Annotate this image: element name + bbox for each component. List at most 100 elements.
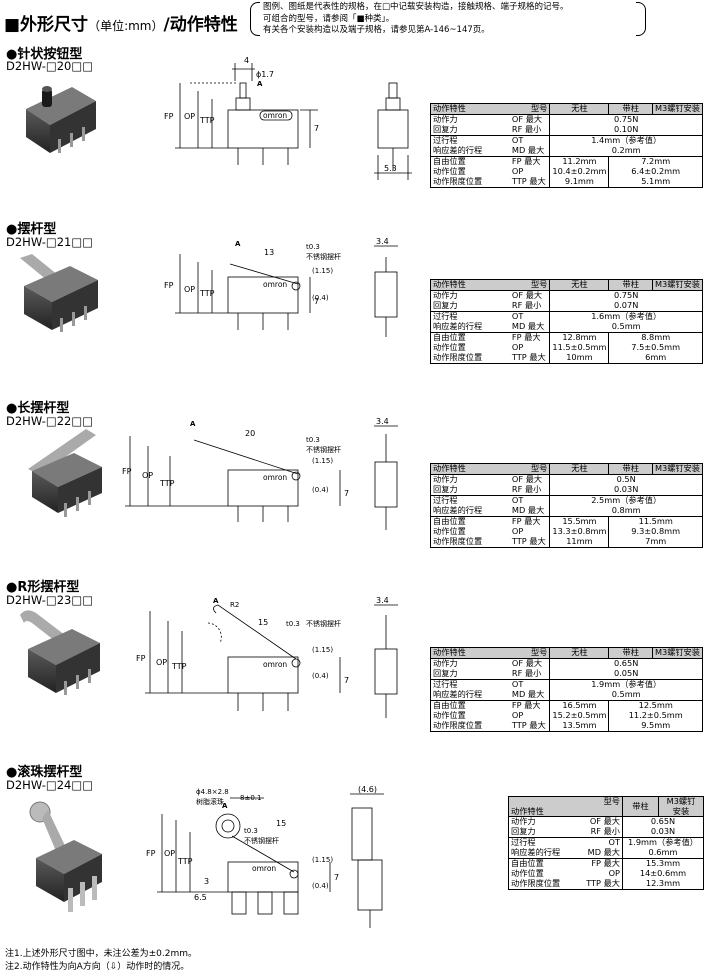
dim-roller-material: 树脂滚珠 <box>196 797 224 806</box>
dimension-drawing-long-lever: A 20 t0.3 不锈钢摆杆 (1.15) (0.4) 7 FP OP TTP… <box>122 417 398 530</box>
model-r-lever: D2HW-□23□□ <box>6 593 94 607</box>
svg-text:OP: OP <box>156 658 167 667</box>
dim-1-7: ϕ1.7 <box>256 70 274 79</box>
svg-text:(1.15): (1.15) <box>312 457 333 465</box>
svg-text:3.4: 3.4 <box>376 417 389 426</box>
section-title-lever: ●摆杆型 <box>6 222 57 237</box>
dimension-drawing-roller-lever: ϕ4.8×2.8 树脂滚珠 A 8±0.1 15 t0.3 不锈钢摆杆 (1.1… <box>146 785 384 928</box>
svg-text:A: A <box>222 802 228 810</box>
label-fp: FP <box>164 112 174 121</box>
omron-logo-text: omron <box>263 111 287 120</box>
footer-notes: 注1.上述外形尺寸图中，未注公差为±0.2mm。 注2.动作特性为向A方向（⇩）… <box>5 948 197 974</box>
svg-text:FP: FP <box>164 281 174 290</box>
value-rf: 0.10N <box>614 123 639 134</box>
product-photo-r-lever <box>20 610 100 695</box>
value-md: 0.2mm <box>611 144 641 155</box>
svg-text:不锈钢摆杆: 不锈钢摆杆 <box>244 836 279 845</box>
model-long-lever: D2HW-□22□□ <box>6 414 94 428</box>
svg-text:不锈钢摆杆: 不锈钢摆杆 <box>306 619 341 628</box>
product-photo-roller-lever <box>29 801 102 912</box>
svg-text:(1.15): (1.15) <box>312 646 333 654</box>
svg-text:(1.15): (1.15) <box>312 856 333 864</box>
svg-text:TTP: TTP <box>199 289 215 298</box>
dimension-drawing-lever: A 13 t0.3 不锈钢摆杆 (1.15) (0.4) 7 FP OP TTP… <box>164 237 398 337</box>
svg-text:t0.3: t0.3 <box>286 620 300 628</box>
dim-20: 20 <box>245 429 255 438</box>
th-m3: M3螺钉安装 <box>651 103 704 115</box>
th-characteristics: 动作特性 <box>429 103 510 115</box>
product-photo-long-lever <box>28 429 102 517</box>
product-photo-lever <box>20 254 98 332</box>
notes-bracket-right <box>636 2 646 36</box>
th-column: 带柱 <box>608 103 653 115</box>
section-title-roller-lever: ●滚珠摆杆型 <box>6 765 83 780</box>
svg-text:(1.15): (1.15) <box>312 267 333 275</box>
dimension-drawing-r-lever: A R2 15 t0.3 不锈钢摆杆 (1.15) (0.4) 7 FP OP … <box>136 596 398 718</box>
th-model: 型号 <box>509 103 551 115</box>
dim-roller: ϕ4.8×2.8 <box>196 788 229 796</box>
svg-text:TTP: TTP <box>171 662 187 671</box>
svg-text:t0.3: t0.3 <box>244 827 258 835</box>
th-plain: 无柱 <box>549 103 610 115</box>
dim-7: 7 <box>314 124 319 133</box>
dimension-drawing-pin-plunger: 4 ϕ1.7 A FP OP TTP omron 7 5.3 <box>164 56 412 180</box>
dim-3: 3 <box>204 877 209 886</box>
section-title-long-lever: ●长摆杆型 <box>6 401 70 416</box>
svg-text:A: A <box>190 420 196 428</box>
svg-text:OP: OP <box>184 285 195 294</box>
page-title: ■外形尺寸（单位:mm）/动作特性 <box>4 15 238 35</box>
svg-text:OP: OP <box>164 849 175 858</box>
dim-4-6: (4.6) <box>358 785 377 794</box>
svg-text:omron: omron <box>263 660 287 669</box>
footer-note-2: 注2.动作特性为向A方向（⇩）动作时的情况。 <box>5 962 190 972</box>
value-of: 0.75N <box>614 113 639 124</box>
footer-note-1: 注1.上述外形尺寸图中，未注公差为±0.2mm。 <box>5 949 197 959</box>
svg-text:TTP: TTP <box>159 479 175 488</box>
svg-text:omron: omron <box>263 473 287 482</box>
svg-text:(0.4): (0.4) <box>312 672 329 680</box>
dim-5-3: 5.3 <box>384 164 397 173</box>
notes-bracket-left <box>250 2 260 36</box>
svg-text:FP: FP <box>122 467 132 476</box>
note-line-3: 有关各个安装构造以及端子规格，请参见第A-146~147页。 <box>263 25 490 35</box>
header-notes: 图例、图纸是代表性的规格，在□中记载安装构造，接触规格、端子规格的记号。 可组合… <box>263 2 638 37</box>
label-ttp: TTP <box>199 116 215 125</box>
product-photo-pin-plunger <box>26 86 96 153</box>
value-ot: 1.4mm（参考值） <box>591 134 662 145</box>
svg-text:omron: omron <box>263 280 287 289</box>
note-line-2: 可组合的型号，请参阅「■种类」。 <box>263 13 395 24</box>
svg-text:A: A <box>213 597 219 605</box>
model-pin-plunger: D2HW-□20□□ <box>6 59 94 73</box>
svg-text:7: 7 <box>334 873 339 882</box>
section-title-r-lever: ●R形摆杆型 <box>6 580 80 595</box>
th-m3-roller: M3螺钉 安装 <box>658 796 704 817</box>
svg-text:不锈钢摆杆: 不锈钢摆杆 <box>306 252 341 261</box>
svg-text:(0.4): (0.4) <box>312 882 329 890</box>
dim-4: 4 <box>244 56 249 65</box>
svg-text:OP: OP <box>142 471 153 480</box>
section-title-pin-plunger: ●针状按钮型 <box>6 47 83 62</box>
svg-text:3.4: 3.4 <box>376 596 389 605</box>
svg-text:(0.4): (0.4) <box>312 486 329 494</box>
svg-text:7: 7 <box>344 676 349 685</box>
model-roller-lever: D2HW-□24□□ <box>6 778 94 792</box>
dim-8: 8±0.1 <box>240 794 261 802</box>
dim-3-4: 3.4 <box>376 237 389 246</box>
dim-a: A <box>257 80 263 88</box>
svg-text:FP: FP <box>136 654 146 663</box>
model-lever: D2HW-□21□□ <box>6 235 94 249</box>
dim-r2: R2 <box>230 601 239 609</box>
svg-text:15: 15 <box>276 819 286 828</box>
svg-text:omron: omron <box>252 864 276 873</box>
svg-text:FP: FP <box>146 849 156 858</box>
svg-text:不锈钢摆杆: 不锈钢摆杆 <box>306 445 341 454</box>
dim-6-5: 6.5 <box>194 893 207 902</box>
svg-text:t0.3: t0.3 <box>306 243 320 251</box>
note-line-1: 图例、图纸是代表性的规格，在□中记载安装构造，接触规格、端子规格的记号。 <box>263 2 569 12</box>
dim-15: 15 <box>258 618 268 627</box>
